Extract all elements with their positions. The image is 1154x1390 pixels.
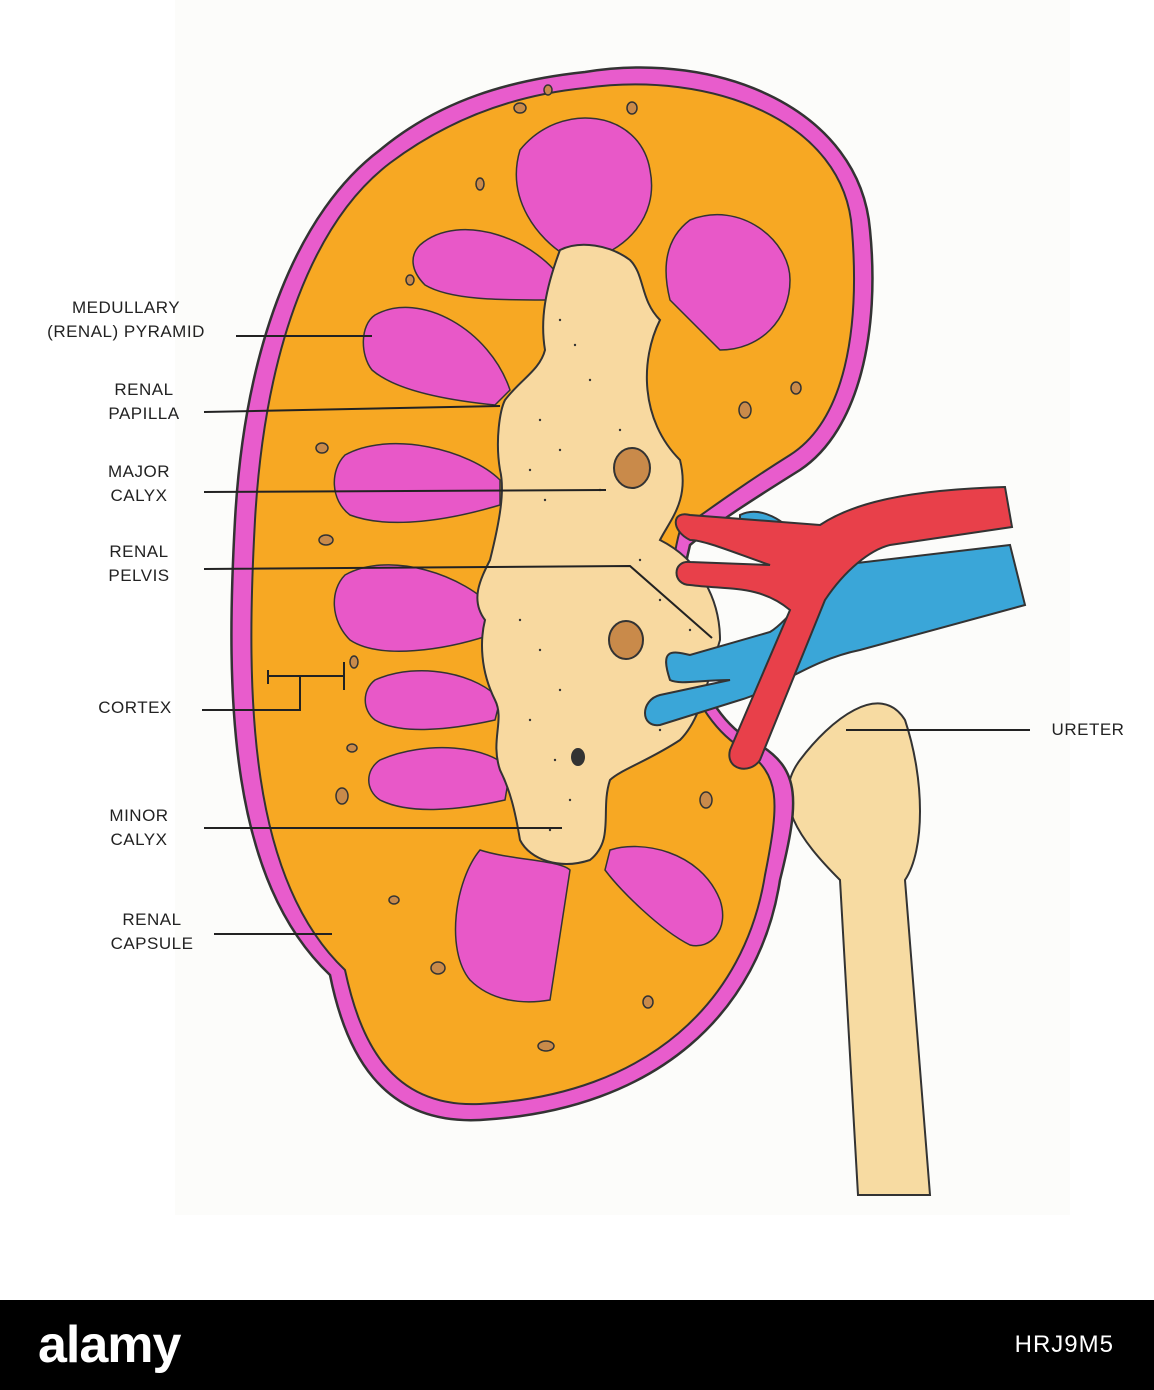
- label-cortex: CORTEX: [80, 696, 190, 720]
- label-pelvis-line2: PELVIS: [108, 566, 170, 585]
- label-pelvis-line1: RENAL: [109, 542, 169, 561]
- stock-logo: alamy: [38, 1316, 181, 1374]
- label-major-calyx: MAJOR CALYX: [84, 460, 194, 508]
- pyramid-left-1: [362, 306, 511, 406]
- pyramid-left-4: [364, 669, 501, 731]
- ureter: [786, 702, 932, 1196]
- label-ureter: URETER: [1038, 718, 1138, 742]
- vessel-section-1: [613, 447, 651, 489]
- cortex-vessels: [315, 84, 802, 1052]
- pyramid-left-2: [333, 443, 501, 524]
- pyramid-bottom-1: [454, 849, 571, 1003]
- label-pyramid-line1: MEDULLARY: [71, 298, 181, 317]
- label-ureter-line1: URETER: [1051, 720, 1125, 739]
- vessel-section-2: [608, 620, 644, 660]
- leader-papilla: [203, 405, 501, 413]
- vessel-section-3: [571, 748, 585, 766]
- label-pyramid-line2: (RENAL) PYRAMID: [47, 322, 205, 341]
- label-renal-capsule: RENAL CAPSULE: [92, 908, 212, 956]
- label-papilla-line2: PAPILLA: [108, 404, 180, 423]
- pyramid-upper-right: [665, 214, 791, 351]
- label-major-calyx-line2: CALYX: [110, 486, 168, 505]
- medullary-pyramids: [333, 117, 791, 1003]
- label-medullary-pyramid: MEDULLARY (RENAL) PYRAMID: [26, 296, 226, 344]
- label-capsule-line1: RENAL: [122, 910, 182, 929]
- pyramid-upper-left: [412, 229, 566, 301]
- label-renal-papilla: RENAL PAPILLA: [84, 378, 204, 426]
- leader-major-calyx: [203, 489, 607, 493]
- label-minor-calyx-line1: MINOR: [109, 806, 169, 825]
- label-capsule-line2: CAPSULE: [110, 934, 194, 953]
- label-minor-calyx-line2: CALYX: [110, 830, 168, 849]
- kidney-diagram: [202, 66, 1030, 1196]
- pyramid-left-5: [368, 746, 511, 811]
- leader-cortex: [202, 675, 344, 711]
- pyramid-top: [515, 117, 653, 256]
- label-papilla-line1: RENAL: [114, 380, 174, 399]
- label-major-calyx-line1: MAJOR: [108, 462, 170, 481]
- leader-lines: [202, 335, 1030, 935]
- stock-image-id: HRJ9M5: [1014, 1331, 1114, 1358]
- label-renal-pelvis: RENAL PELVIS: [84, 540, 194, 588]
- stock-footer: alamy HRJ9M5: [0, 1300, 1154, 1390]
- pyramid-bottom-2: [604, 845, 724, 947]
- leader-pelvis: [203, 564, 713, 639]
- label-cortex-line1: CORTEX: [98, 698, 172, 717]
- label-minor-calyx: MINOR CALYX: [84, 804, 194, 852]
- renal-artery: [674, 485, 1014, 770]
